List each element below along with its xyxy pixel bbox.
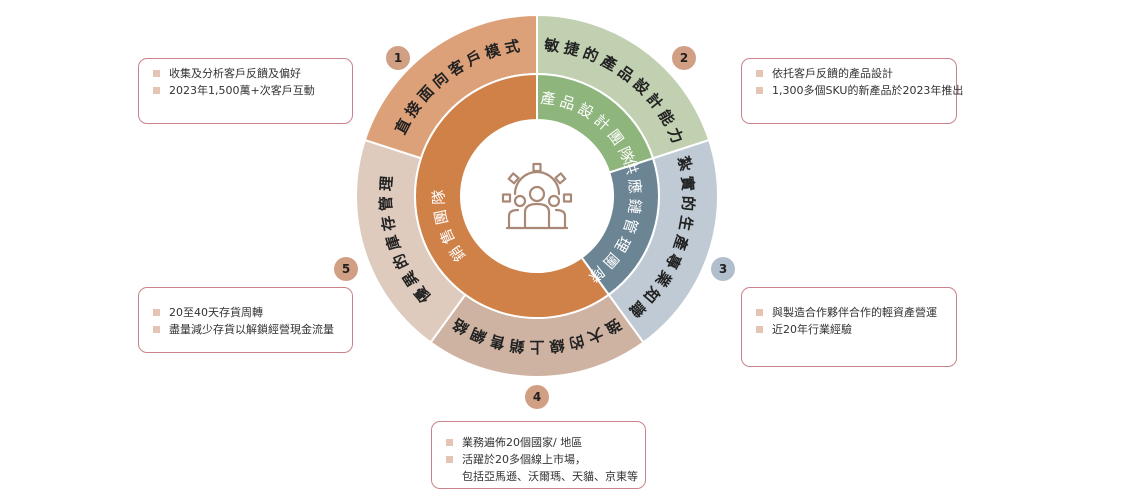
- inner-sales-label: 售: [436, 225, 459, 247]
- badge-number: 2: [680, 51, 688, 65]
- team-gear-icon: [501, 162, 573, 230]
- callout-3-item-1: 與製造合作夥伴合作的輕資產營運: [756, 304, 946, 321]
- segment-4-label: 網: [468, 324, 489, 346]
- outer-ring: [355, 13, 719, 378]
- badge-circle: [386, 46, 410, 70]
- number-badge-3: 3: [711, 257, 735, 281]
- segment-5-label: 管: [377, 195, 396, 211]
- inner-supply-label: 鏈: [625, 198, 645, 216]
- segment-2-label: 敏: [543, 36, 562, 56]
- inner-segment-sales: [414, 72, 611, 319]
- callout-2-item-1: 依托客戶反饋的產品設計: [756, 65, 946, 82]
- badge-number: 1: [394, 51, 402, 65]
- badge-number: 4: [533, 390, 541, 404]
- callout-box-2: 依托客戶反饋的產品設計 1,300多個SKU的新產品於2023年推出: [741, 58, 963, 124]
- segment-4-label: 售: [488, 331, 507, 352]
- segment-4-label: 的: [567, 331, 586, 352]
- badge-circle: [334, 257, 358, 281]
- callout-1-item-1: 收集及分析客戶反饋及偏好: [153, 65, 342, 82]
- inner-sales-label: 隊: [430, 189, 448, 205]
- inner-supply-label: 理: [610, 233, 634, 256]
- badge-circle: [672, 46, 696, 70]
- badge-number: 3: [719, 262, 727, 276]
- ring-labels: 直接面向客戶模式敏捷的產品設計能力紮實的生產專業知識強大的線上銷售網絡優異的庫存…: [377, 36, 697, 356]
- segment-5-label: 理: [377, 175, 396, 191]
- segment-1-label: 戶: [464, 47, 485, 70]
- segment-4-label: 銷: [508, 336, 525, 356]
- segment-2-label: 力: [664, 125, 687, 146]
- segment-5-label: 存: [378, 214, 398, 232]
- callout-5-item-1: 20至40天存貨周轉: [153, 304, 342, 321]
- inner-product-label: 品: [558, 92, 579, 114]
- number-badge-5: 5: [334, 257, 358, 281]
- inner-product-label: 設: [575, 99, 598, 123]
- callout-box-3: 與製造合作夥伴合作的輕資產營運 近20年行業經驗: [741, 287, 957, 367]
- segment-4-label: 線: [548, 336, 565, 356]
- segment-1-label: 式: [503, 37, 521, 57]
- inner-sales-label: 團: [431, 207, 452, 226]
- callout-box-1: 收集及分析客戶反饋及偏好 2023年1,500萬+次客戶互動: [138, 58, 353, 124]
- segment-3-label: 紮: [674, 154, 695, 173]
- badge-number: 5: [342, 262, 350, 276]
- segment-1-label: 模: [483, 41, 504, 63]
- inner-supply-label: 管: [619, 216, 641, 237]
- inner-supply-label: 應: [625, 178, 644, 196]
- inner-product-label: 產: [540, 89, 558, 109]
- badge-circle: [525, 385, 549, 409]
- callout-5-item-2: 盡量減少存貨以解鎖經營現金流量: [153, 321, 342, 338]
- segment-5-label: 庫: [383, 233, 405, 253]
- callout-4-item-2-continued: 包括亞馬遜、沃爾瑪、天貓、京東等: [462, 470, 638, 483]
- segment-2-label: 的: [580, 44, 600, 66]
- segment-2-label: 產: [597, 51, 620, 74]
- segment-3-label: 的: [678, 195, 697, 211]
- center-circle: [461, 120, 613, 272]
- segment-5-label: 的: [389, 251, 412, 272]
- callout-1-item-2: 2023年1,500萬+次客戶互動: [153, 82, 342, 99]
- callout-4-item-2: 活躍於20多個線上市場，: [446, 451, 635, 468]
- number-badge-2: 2: [672, 46, 696, 70]
- number-badge-4: 4: [525, 385, 549, 409]
- segment-1-label: 直: [392, 116, 415, 138]
- segment-3-label: 實: [678, 175, 697, 191]
- badge-circle: [711, 257, 735, 281]
- number-badge-1: 1: [386, 46, 410, 70]
- segment-4-label: 大: [585, 324, 606, 346]
- segment-3-label: 專: [662, 251, 685, 272]
- inner-supply-label: 供: [620, 157, 642, 178]
- segment-4-label: 上: [529, 338, 544, 356]
- segment-3-label: 生: [675, 214, 695, 232]
- callout-3-item-2: 近20年行業經驗: [756, 321, 946, 338]
- number-badges: 1 2 3 4 5: [334, 46, 735, 409]
- callout-box-4: 業務遍佈20個國家/ 地區 活躍於20多個線上市場， 包括亞馬遜、沃爾瑪、天貓、…: [431, 421, 646, 489]
- segment-3-label: 產: [670, 232, 692, 253]
- segment-2-label: 捷: [562, 39, 582, 60]
- callout-2-item-2: 1,300多個SKU的新產品於2023年推出: [756, 82, 963, 99]
- callout-4-item-1: 業務遍佈20個國家/ 地區: [446, 434, 635, 451]
- callout-box-5: 20至40天存貨周轉 盡量減少存貨以解鎖經營現金流量: [138, 287, 353, 353]
- inner-product-label: 隊: [614, 144, 637, 166]
